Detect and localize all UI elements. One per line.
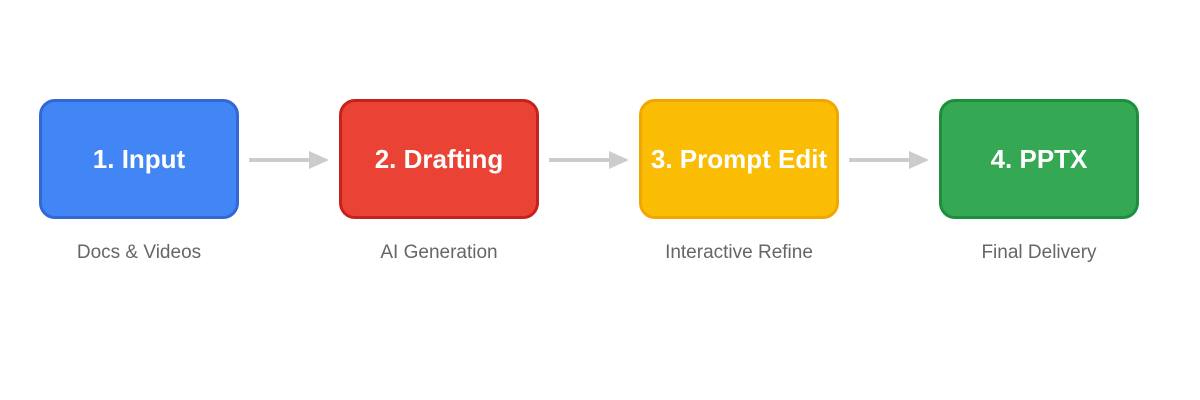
step-title-pptx: 4. PPTX [990, 143, 1088, 174]
step-box-input: 1. Input [39, 99, 239, 219]
arrow-connector-1 [249, 150, 329, 170]
step-caption-pptx: Final Delivery [981, 242, 1097, 263]
step-caption-input: Docs & Videos [76, 242, 202, 263]
step-title-drafting: 2. Drafting [374, 143, 504, 174]
step-box-pptx: 4. PPTX [939, 99, 1139, 219]
arrow-connector-3 [849, 150, 929, 170]
step-caption-prompt-edit: Interactive Refine [665, 242, 813, 263]
step-box-prompt-edit: 3. Prompt Edit [639, 99, 839, 219]
step-caption-drafting: AI Generation [380, 242, 498, 263]
arrow-connector-2 [549, 150, 629, 170]
step-box-drafting: 2. Drafting [339, 99, 539, 219]
step-title-prompt-edit: 3. Prompt Edit [650, 143, 828, 174]
step-title-input: 1. Input [92, 143, 186, 174]
